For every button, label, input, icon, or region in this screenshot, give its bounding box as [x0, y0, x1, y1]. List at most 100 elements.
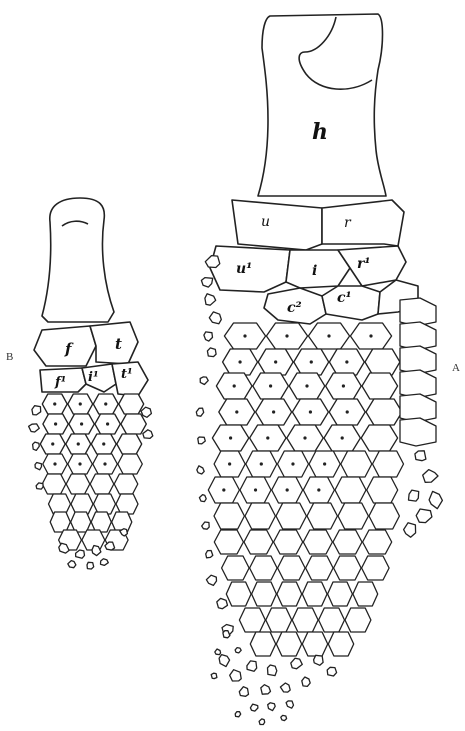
center-dot: [77, 442, 80, 445]
label-t1: t¹: [121, 367, 133, 382]
scatter-bone-a: [409, 490, 419, 501]
center-dot: [222, 488, 225, 491]
scatter-bone-a: [209, 312, 221, 324]
center-dot: [327, 334, 330, 337]
ulnare-bone: [232, 200, 322, 250]
scatter-bone-a: [250, 704, 258, 711]
center-dot: [260, 462, 263, 465]
label-u1: u¹: [236, 261, 252, 277]
center-dot: [346, 410, 349, 413]
scatter-bone-a: [404, 523, 416, 537]
scatter-bone-a: [200, 377, 208, 385]
center-dot: [54, 422, 57, 425]
scatter-bone-b: [68, 561, 76, 568]
phalange-a: [328, 582, 353, 606]
scatter-bone-b: [76, 550, 85, 558]
scatter-bone-a: [205, 256, 220, 268]
center-dot: [345, 360, 348, 363]
phalange-a: [214, 530, 243, 554]
scatter-bone-b: [143, 430, 153, 439]
humerus-bone-b: [42, 198, 114, 322]
phalange-a: [353, 582, 378, 606]
phalange-a: [292, 608, 318, 632]
scatter-bone-a: [196, 408, 203, 416]
phalange-a: [307, 503, 337, 529]
center-dot: [79, 402, 82, 405]
phalange-a: [333, 530, 362, 554]
center-dot: [286, 488, 289, 491]
phalange-a: [338, 503, 368, 529]
phalange-b: [49, 494, 71, 514]
phalange-b: [116, 494, 138, 514]
scatter-bone-a: [223, 631, 230, 638]
scatter-bone-a: [286, 701, 293, 708]
phalange-a: [250, 632, 275, 656]
phalange-a: [276, 632, 301, 656]
humerus-bone-a: [258, 14, 386, 196]
scatter-bone-a: [268, 703, 276, 711]
side-label-b: B: [6, 351, 13, 363]
center-dot: [285, 334, 288, 337]
center-dot: [266, 436, 269, 439]
phalange-a: [276, 503, 306, 529]
phalange-b: [112, 512, 132, 532]
scatter-bone-a: [429, 491, 442, 508]
phalange-a: [302, 632, 327, 656]
center-dot: [323, 462, 326, 465]
center-dot: [235, 410, 238, 413]
center-dot: [80, 422, 83, 425]
phalange-a: [244, 530, 273, 554]
scatter-bone-b: [101, 559, 109, 566]
phalange-a: [362, 556, 390, 580]
label-t: t: [115, 335, 122, 353]
scatter-bone-a: [314, 655, 324, 665]
scatter-bone-a: [201, 278, 212, 288]
intermedium-bone: [286, 250, 350, 288]
phalange-b: [117, 434, 142, 454]
phalange-b: [66, 474, 90, 494]
scatter-bone-b: [141, 407, 151, 417]
center-dot: [102, 442, 105, 445]
phalange-a: [341, 451, 372, 477]
center-dot: [274, 360, 277, 363]
phalange-a: [306, 556, 334, 580]
scatter-bone-a: [215, 649, 221, 655]
phalange-b: [118, 454, 143, 474]
phalange-a: [362, 373, 398, 399]
specimen-b: f t f¹ i¹ t¹ B: [6, 198, 153, 569]
phalange-a: [239, 608, 265, 632]
scatter-bone-b: [36, 483, 43, 489]
label-i: i: [312, 263, 317, 279]
label-r1: r¹: [357, 256, 371, 272]
label-c1: c¹: [337, 290, 352, 306]
phalange-a: [369, 503, 399, 529]
phalange-a: [334, 556, 362, 580]
phalange-a: [222, 556, 250, 580]
marginal-bone-a: [400, 418, 436, 446]
scatter-bone-a: [235, 712, 241, 717]
scatter-bone-a: [197, 466, 204, 474]
phalange-a: [278, 556, 306, 580]
center-dot: [103, 462, 106, 465]
phalange-a: [363, 530, 392, 554]
center-dot: [254, 488, 257, 491]
scatter-bone-a: [268, 665, 277, 676]
scatter-bone-b: [35, 463, 42, 470]
center-dot: [238, 360, 241, 363]
scatter-bone-a: [205, 294, 216, 305]
scatter-bone-a: [198, 437, 206, 444]
center-dot: [78, 462, 81, 465]
scatter-bone-b: [32, 406, 41, 415]
phalange-grid-b: [40, 394, 146, 550]
center-dot: [342, 384, 345, 387]
center-dot: [229, 436, 232, 439]
scatter-bone-a: [239, 687, 248, 697]
scatter-bone-a: [416, 509, 432, 523]
center-dot: [291, 462, 294, 465]
center-dot: [272, 410, 275, 413]
scatter-bone-a: [199, 495, 206, 502]
label-f1: f¹: [54, 375, 66, 390]
scatter-bone-a: [302, 677, 310, 686]
center-dot: [369, 334, 372, 337]
